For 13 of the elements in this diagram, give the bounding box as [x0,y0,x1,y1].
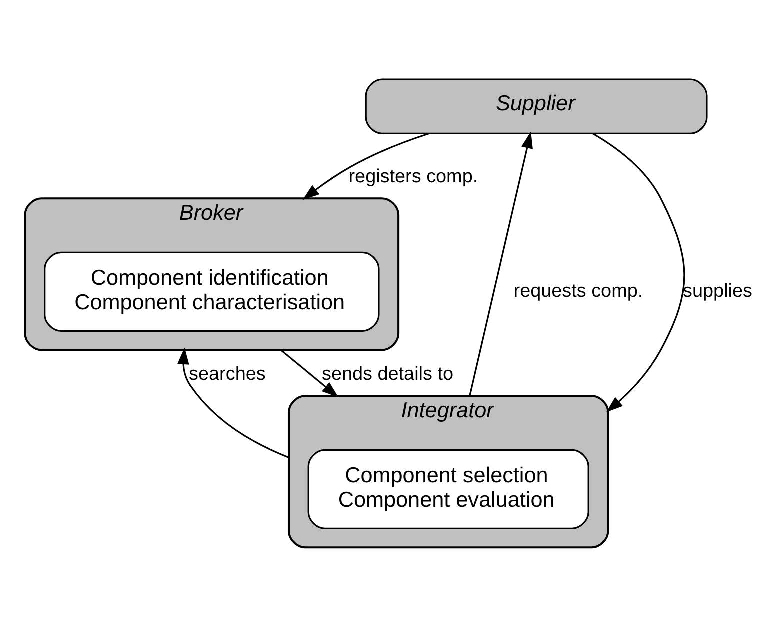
arrow [302,132,429,200]
arrow [280,348,338,398]
edge-label: registers comp. [348,166,478,188]
node-box: Supplier [364,78,708,134]
arrow [468,131,532,396]
edge-label: requests comp. [513,280,643,302]
node-box: Component identification Component characterisation [44,251,380,332]
edge-label: searches [188,364,266,385]
node-box: Component selection Component evaluation [307,448,589,529]
edge-label: supplies [682,280,752,302]
arrow [592,132,685,412]
edge-label: sends details to [321,364,453,385]
arrow [177,347,289,458]
